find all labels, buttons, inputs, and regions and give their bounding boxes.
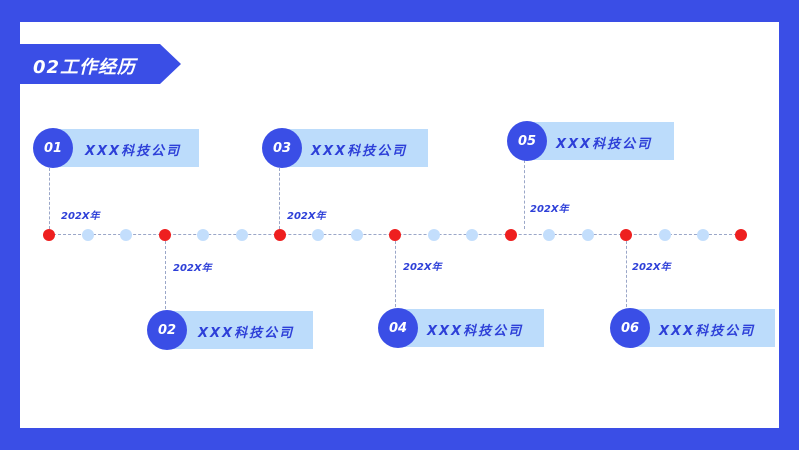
company-name: XXX科技公司 — [311, 144, 408, 159]
company-name: XXX科技公司 — [659, 324, 756, 339]
company-box — [164, 311, 313, 349]
timeline-dot — [659, 229, 671, 241]
year-label: 202X年 — [632, 262, 671, 273]
company-box — [525, 122, 674, 160]
year-label: 202X年 — [530, 204, 569, 215]
company-name: XXX科技公司 — [85, 144, 182, 159]
company-box — [50, 129, 199, 167]
connector-line — [626, 241, 627, 307]
timeline-dot — [236, 229, 248, 241]
slide-card — [20, 22, 779, 428]
timeline-dot — [582, 229, 594, 241]
company-name: XXX科技公司 — [198, 326, 295, 341]
timeline-dot — [197, 229, 209, 241]
entry-number-badge: 06 — [610, 308, 650, 348]
company-name: XXX科技公司 — [556, 137, 653, 152]
company-name: XXX科技公司 — [427, 324, 524, 339]
timeline-dot — [428, 229, 440, 241]
timeline-dot — [120, 229, 132, 241]
entry-number-badge: 03 — [262, 128, 302, 168]
year-label: 202X年 — [173, 263, 212, 274]
milestone-dot — [159, 229, 171, 241]
year-label: 202X年 — [287, 211, 326, 222]
timeline-dot — [312, 229, 324, 241]
timeline-dot — [697, 229, 709, 241]
milestone-dot — [735, 229, 747, 241]
year-label: 202X年 — [403, 262, 442, 273]
connector-line — [524, 160, 525, 229]
milestone-dot — [43, 229, 55, 241]
milestone-dot — [620, 229, 632, 241]
timeline-dot — [466, 229, 478, 241]
connector-line — [49, 168, 50, 229]
timeline-dot — [351, 229, 363, 241]
timeline-dot — [543, 229, 555, 241]
milestone-dot — [274, 229, 286, 241]
connector-line — [279, 168, 280, 229]
timeline-dot — [82, 229, 94, 241]
entry-number-badge: 04 — [378, 308, 418, 348]
connector-line — [395, 241, 396, 307]
year-label: 202X年 — [61, 211, 100, 222]
company-box — [626, 309, 775, 347]
company-box — [395, 309, 544, 347]
entry-number-badge: 02 — [147, 310, 187, 350]
entry-number-badge: 01 — [33, 128, 73, 168]
entry-number-badge: 05 — [507, 121, 547, 161]
title-banner — [20, 44, 181, 84]
milestone-dot — [505, 229, 517, 241]
company-box — [279, 129, 428, 167]
section-title: 02工作经历 — [33, 57, 137, 78]
connector-line — [165, 241, 166, 309]
milestone-dot — [389, 229, 401, 241]
